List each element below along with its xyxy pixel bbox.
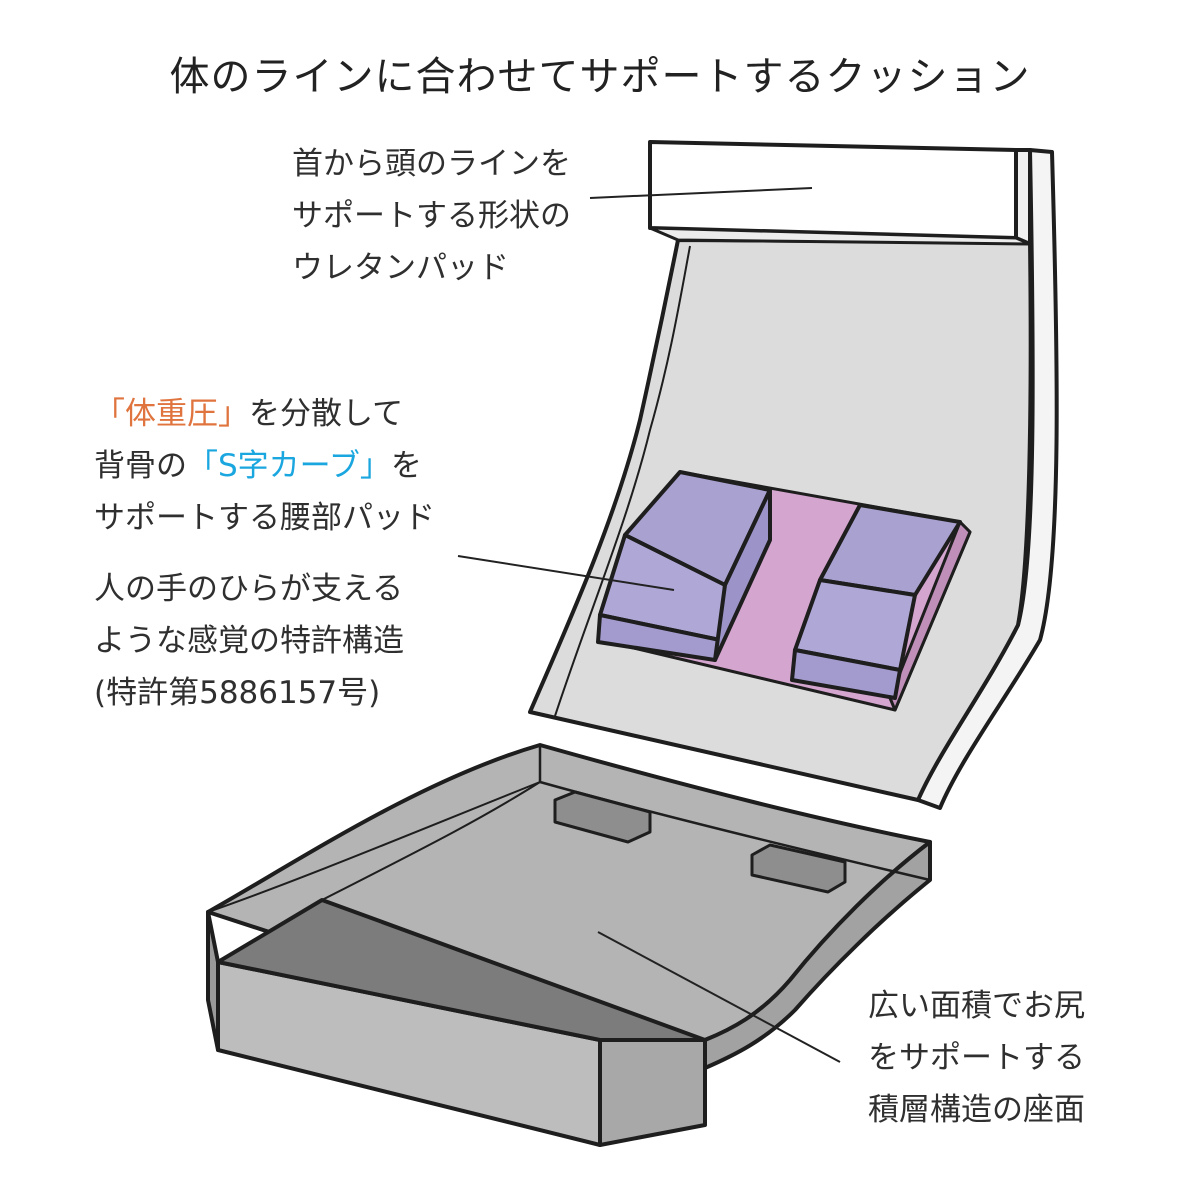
patent-label: 人の手のひらが支える ような感覚の特許構造 (特許第5886157号) <box>94 563 404 719</box>
seat-line-2: をサポートする <box>868 1040 1085 1076</box>
seat-line-1: 広い面積でお尻 <box>868 988 1085 1024</box>
head-pad-label: 首から頭のラインを サポートする形状の ウレタンパッド <box>292 138 571 294</box>
lumbar-line-2: 背骨の「S字カーブ」を <box>94 440 435 492</box>
back-panel <box>528 148 1059 810</box>
head-pad-line-2: サポートする形状の <box>292 198 571 234</box>
seat <box>206 743 932 1147</box>
lumbar-keyword-s-curve: 「S字カーブ」 <box>187 448 391 484</box>
patent-line-3: (特許第5886157号) <box>94 675 381 711</box>
seat-block-right <box>750 843 847 894</box>
seat-label: 広い面積でお尻 をサポートする 積層構造の座面 <box>868 980 1085 1136</box>
seat-block-left <box>553 790 652 844</box>
leader-line-lumbar <box>457 555 675 591</box>
lumbar-line-1-text: を分散して <box>249 396 404 432</box>
seat-line-3: 積層構造の座面 <box>868 1092 1085 1128</box>
lumbar-line-2-post: を <box>390 448 422 484</box>
head-pad-line-3: ウレタンパッド <box>292 250 509 286</box>
lumbar-line-1: 「体重圧」を分散して <box>94 388 435 440</box>
leader-line-seat <box>597 931 841 1063</box>
lumbar-keyword-pressure: 「体重圧」 <box>94 396 249 432</box>
head-pad-line-1: 首から頭のラインを <box>292 146 571 182</box>
patent-line-1: 人の手のひらが支える <box>94 571 404 607</box>
head-pad-front <box>648 140 1018 240</box>
leader-line-head <box>589 187 813 199</box>
lumbar-line-2-pre: 背骨の <box>94 448 187 484</box>
patent-line-2: ような感覚の特許構造 <box>94 623 404 659</box>
back-panel-side <box>916 148 1059 810</box>
lumbar-pad <box>596 470 972 712</box>
lumbar-pad-label: 「体重圧」を分散して 背骨の「S字カーブ」を サポートする腰部パッド <box>94 388 435 544</box>
head-pad <box>648 140 1032 246</box>
lumbar-line-3: サポートする腰部パッド <box>94 500 435 536</box>
page-title: 体のラインに合わせてサポートするクッション <box>169 54 1031 100</box>
